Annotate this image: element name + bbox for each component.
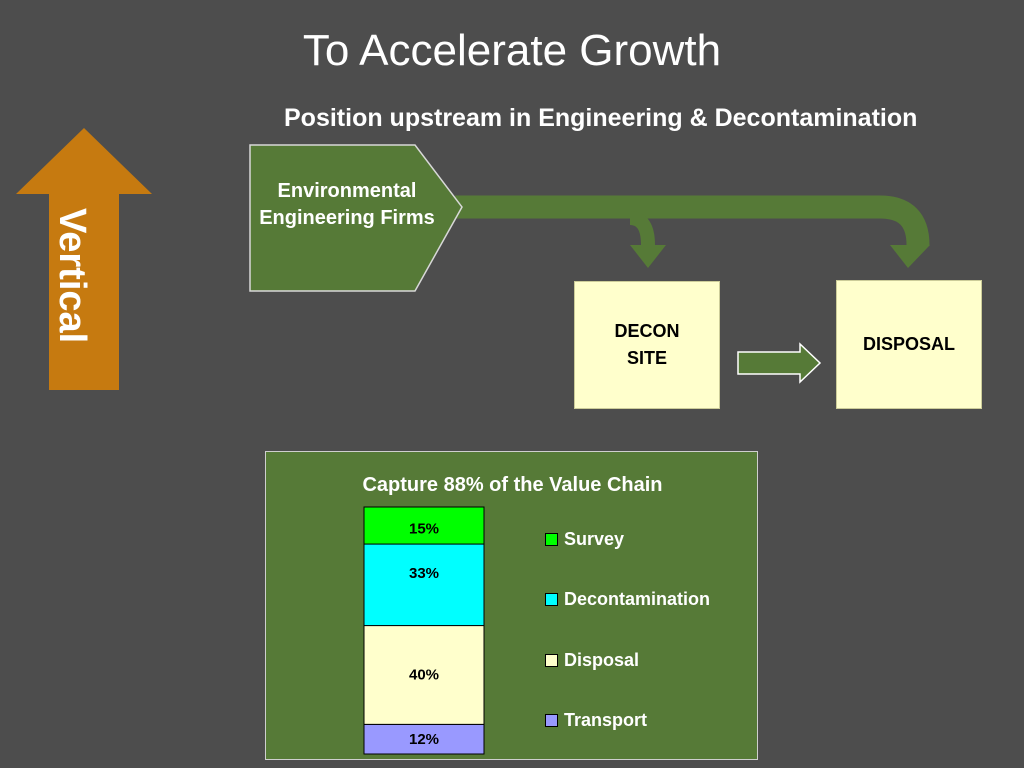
- slide-subtitle: Position upstream in Engineering & Decon…: [284, 104, 918, 132]
- source-label: Environmental Engineering Firms: [259, 180, 435, 229]
- slide-title: To Accelerate Growth: [302, 26, 722, 75]
- disposal-box: DISPOSAL: [836, 280, 982, 409]
- legend-label: Transport: [564, 710, 648, 730]
- down-arrow-decon-icon: [630, 245, 666, 268]
- legend-item-decontamination: Decontamination: [545, 589, 710, 610]
- source-shape: [249, 144, 463, 292]
- bar-segment-survey: [363, 506, 485, 545]
- value-chain-chart: Capture 88% of the Value Chain 12% 40% 33%…: [265, 451, 758, 760]
- data-label-decontamination: 33%: [409, 565, 439, 582]
- data-label-disposal: 40%: [409, 667, 439, 684]
- flow-diagram: [249, 144, 930, 384]
- legend-item-disposal: Disposal: [545, 650, 639, 671]
- chart-title: Capture 88% of the Value Chain: [362, 474, 663, 496]
- legend-swatch: [545, 714, 558, 727]
- vertical-arrow-icon: [16, 128, 152, 390]
- data-label-survey: 15%: [409, 521, 439, 538]
- bar-segment-decontamination: [363, 543, 485, 627]
- legend-swatch: [545, 593, 558, 606]
- decon-site-box: DECON SITE: [574, 281, 720, 409]
- vertical-label: Vertical: [51, 208, 93, 344]
- down-arrow-disposal-icon: [890, 245, 930, 268]
- connector-branch: [629, 211, 655, 246]
- data-label-transport: 12%: [409, 731, 439, 748]
- legend-label: Survey: [564, 529, 625, 549]
- decon-label-line1: DECON: [614, 321, 680, 341]
- bar-segment-transport: [363, 723, 485, 755]
- decon-label-line2: SITE: [626, 348, 667, 368]
- legend-label: Decontamination: [564, 589, 711, 609]
- legend-item-survey: Survey: [545, 529, 624, 550]
- legend-swatch: [545, 533, 558, 546]
- bar-segment-disposal: [363, 625, 485, 725]
- connector-pipe: [455, 195, 930, 246]
- legend-swatch: [545, 654, 558, 667]
- stacked-bar-svg: 12% 40% 33% 15%: [363, 506, 485, 755]
- legend-label: Disposal: [564, 650, 640, 670]
- legend-item-transport: Transport: [545, 710, 647, 731]
- right-arrow-icon: [737, 342, 822, 384]
